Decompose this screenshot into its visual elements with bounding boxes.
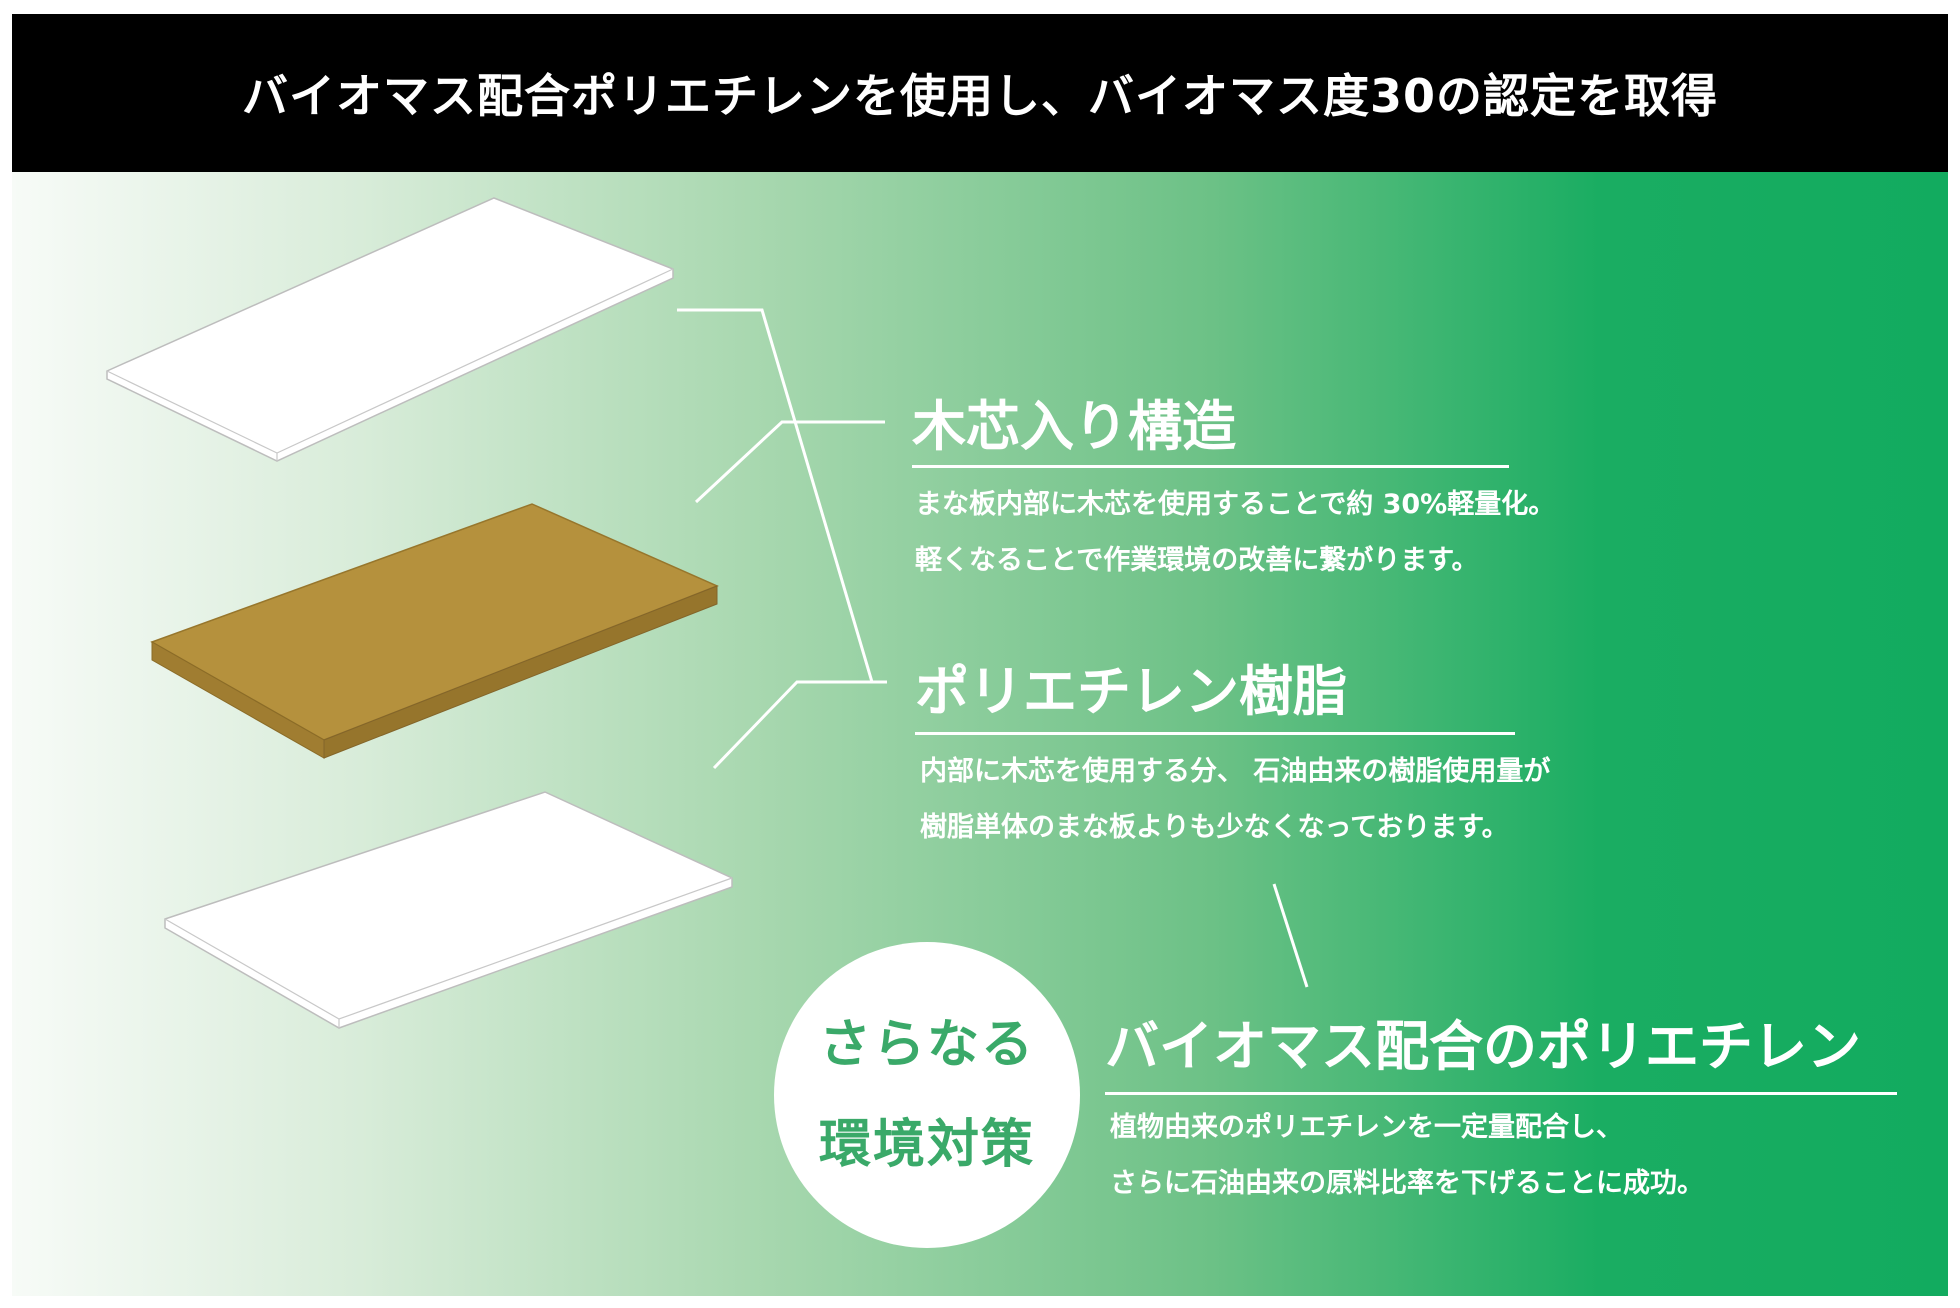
top-polyethylene-sheet [106, 197, 674, 462]
leader-bottom-sheet [712, 680, 872, 770]
badge-line-1: さらなる [818, 1014, 1035, 1075]
section-rule-wood-core [912, 465, 1509, 468]
layer-illustration [106, 197, 1309, 1029]
section-rule-polyethylene [915, 732, 1515, 735]
leader-lines [677, 308, 1309, 988]
leader-biomass [1272, 883, 1309, 988]
banner-title: バイオマス配合ポリエチレンを使用し、バイオマス度30の認定を取得 [241, 69, 1718, 123]
badge-line-2: 環境対策 [818, 1114, 1035, 1175]
bottom-polyethylene-sheet [164, 791, 733, 1029]
section-text-polyethylene: 内部に木芯を使用する分、 石油由来の樹脂使用量が 樹脂単体のまな板よりも少なくな… [920, 756, 1551, 843]
wood-core-board [150, 503, 719, 759]
section-heading-polyethylene: ポリエチレン樹脂 [915, 660, 1347, 723]
section-text-biomass: 植物由来のポリエチレンを一定量配合し、 さらに石油由来の原料比率を下げることに成… [1110, 1112, 1704, 1199]
section-text-wood-core: まな板内部に木芯を使用することで約 30%軽量化。 軽くなることで作業環境の改善… [915, 489, 1556, 576]
environment-badge: さらなる 環境対策 [774, 942, 1080, 1248]
infographic-frame: バイオマス配合ポリエチレンを使用し、バイオマス度30の認定を取得 [12, 14, 1948, 1296]
section-heading-wood-core: 木芯入り構造 [912, 395, 1236, 458]
diagram-panel: 木芯入り構造 まな板内部に木芯を使用することで約 30%軽量化。 軽くなることで… [12, 172, 1948, 1296]
leader-top-sheet [677, 308, 887, 684]
leader-wood-core [694, 420, 885, 504]
section-heading-biomass: バイオマス配合のポリエチレン [1105, 1015, 1861, 1078]
title-banner: バイオマス配合ポリエチレンを使用し、バイオマス度30の認定を取得 [12, 14, 1948, 172]
section-rule-biomass [1105, 1092, 1897, 1095]
